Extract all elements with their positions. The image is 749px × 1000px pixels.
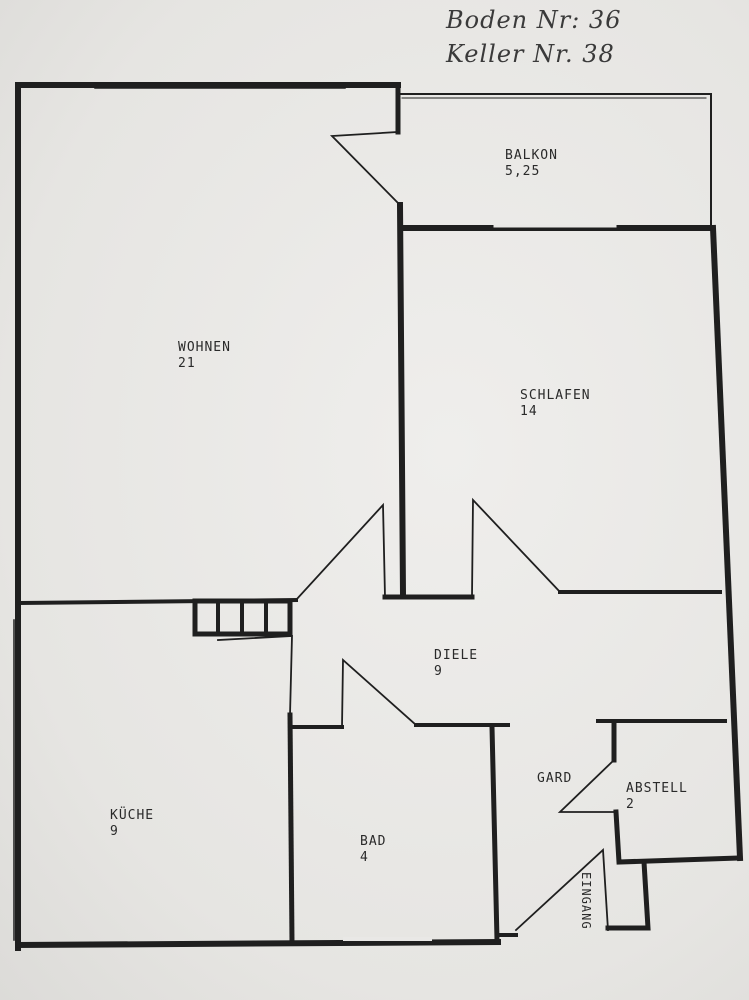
abstell-door-swing bbox=[557, 758, 616, 813]
room-gard: GARD bbox=[537, 771, 572, 787]
room-name: SCHLAFEN bbox=[520, 388, 591, 403]
balcony-rail-top bbox=[397, 93, 712, 226]
window-top bbox=[94, 82, 346, 89]
note-boden: Boden Nr: 36 bbox=[446, 6, 622, 34]
room-schlafen: SCHLAFEN 14 bbox=[520, 388, 591, 420]
room-area: 9 bbox=[110, 824, 119, 839]
wall-entrance-right bbox=[605, 859, 651, 931]
room-area: 2 bbox=[626, 797, 635, 812]
room-balkon: BALKON 5,25 bbox=[505, 148, 558, 180]
entrance-door-swing bbox=[514, 848, 609, 932]
room-abstell: ABSTELL 2 bbox=[626, 781, 688, 813]
room-area: 14 bbox=[520, 404, 538, 419]
room-name: BALKON bbox=[505, 148, 558, 163]
room-diele: DIELE 9 bbox=[434, 648, 478, 680]
kueche-door-swing bbox=[217, 635, 293, 716]
balcony-door-swing bbox=[329, 131, 400, 205]
room-area: 4 bbox=[360, 850, 369, 865]
room-bad: BAD 4 bbox=[360, 834, 386, 866]
wall-kueche-bad bbox=[287, 712, 295, 945]
room-wohnen: WOHNEN 21 bbox=[178, 340, 231, 372]
wall-abstell-lower bbox=[613, 809, 743, 865]
wall-bad-right bbox=[489, 724, 500, 943]
room-name: BAD bbox=[360, 834, 387, 849]
room-name: ABSTELL bbox=[626, 781, 688, 796]
outer-wall-right bbox=[709, 224, 744, 862]
note-keller: Keller Nr. 38 bbox=[446, 40, 615, 68]
outer-wall-bottom bbox=[14, 938, 502, 949]
room-name: DIELE bbox=[434, 648, 479, 663]
wohnen-door-swing bbox=[294, 502, 386, 602]
wall-wohnen-schlafen bbox=[396, 201, 407, 599]
room-kueche: KÜCHE 9 bbox=[110, 808, 154, 840]
room-name: WOHNEN bbox=[178, 340, 231, 355]
room-area: 21 bbox=[178, 356, 196, 371]
room-area: 5,25 bbox=[505, 164, 541, 179]
room-area: 9 bbox=[434, 664, 443, 679]
room-name: KÜCHE bbox=[110, 808, 155, 823]
schlafen-door-swing bbox=[471, 497, 562, 598]
room-eingang: EINGANG bbox=[579, 872, 593, 930]
room-name: GARD bbox=[537, 771, 573, 786]
bad-door-swing bbox=[341, 658, 418, 728]
